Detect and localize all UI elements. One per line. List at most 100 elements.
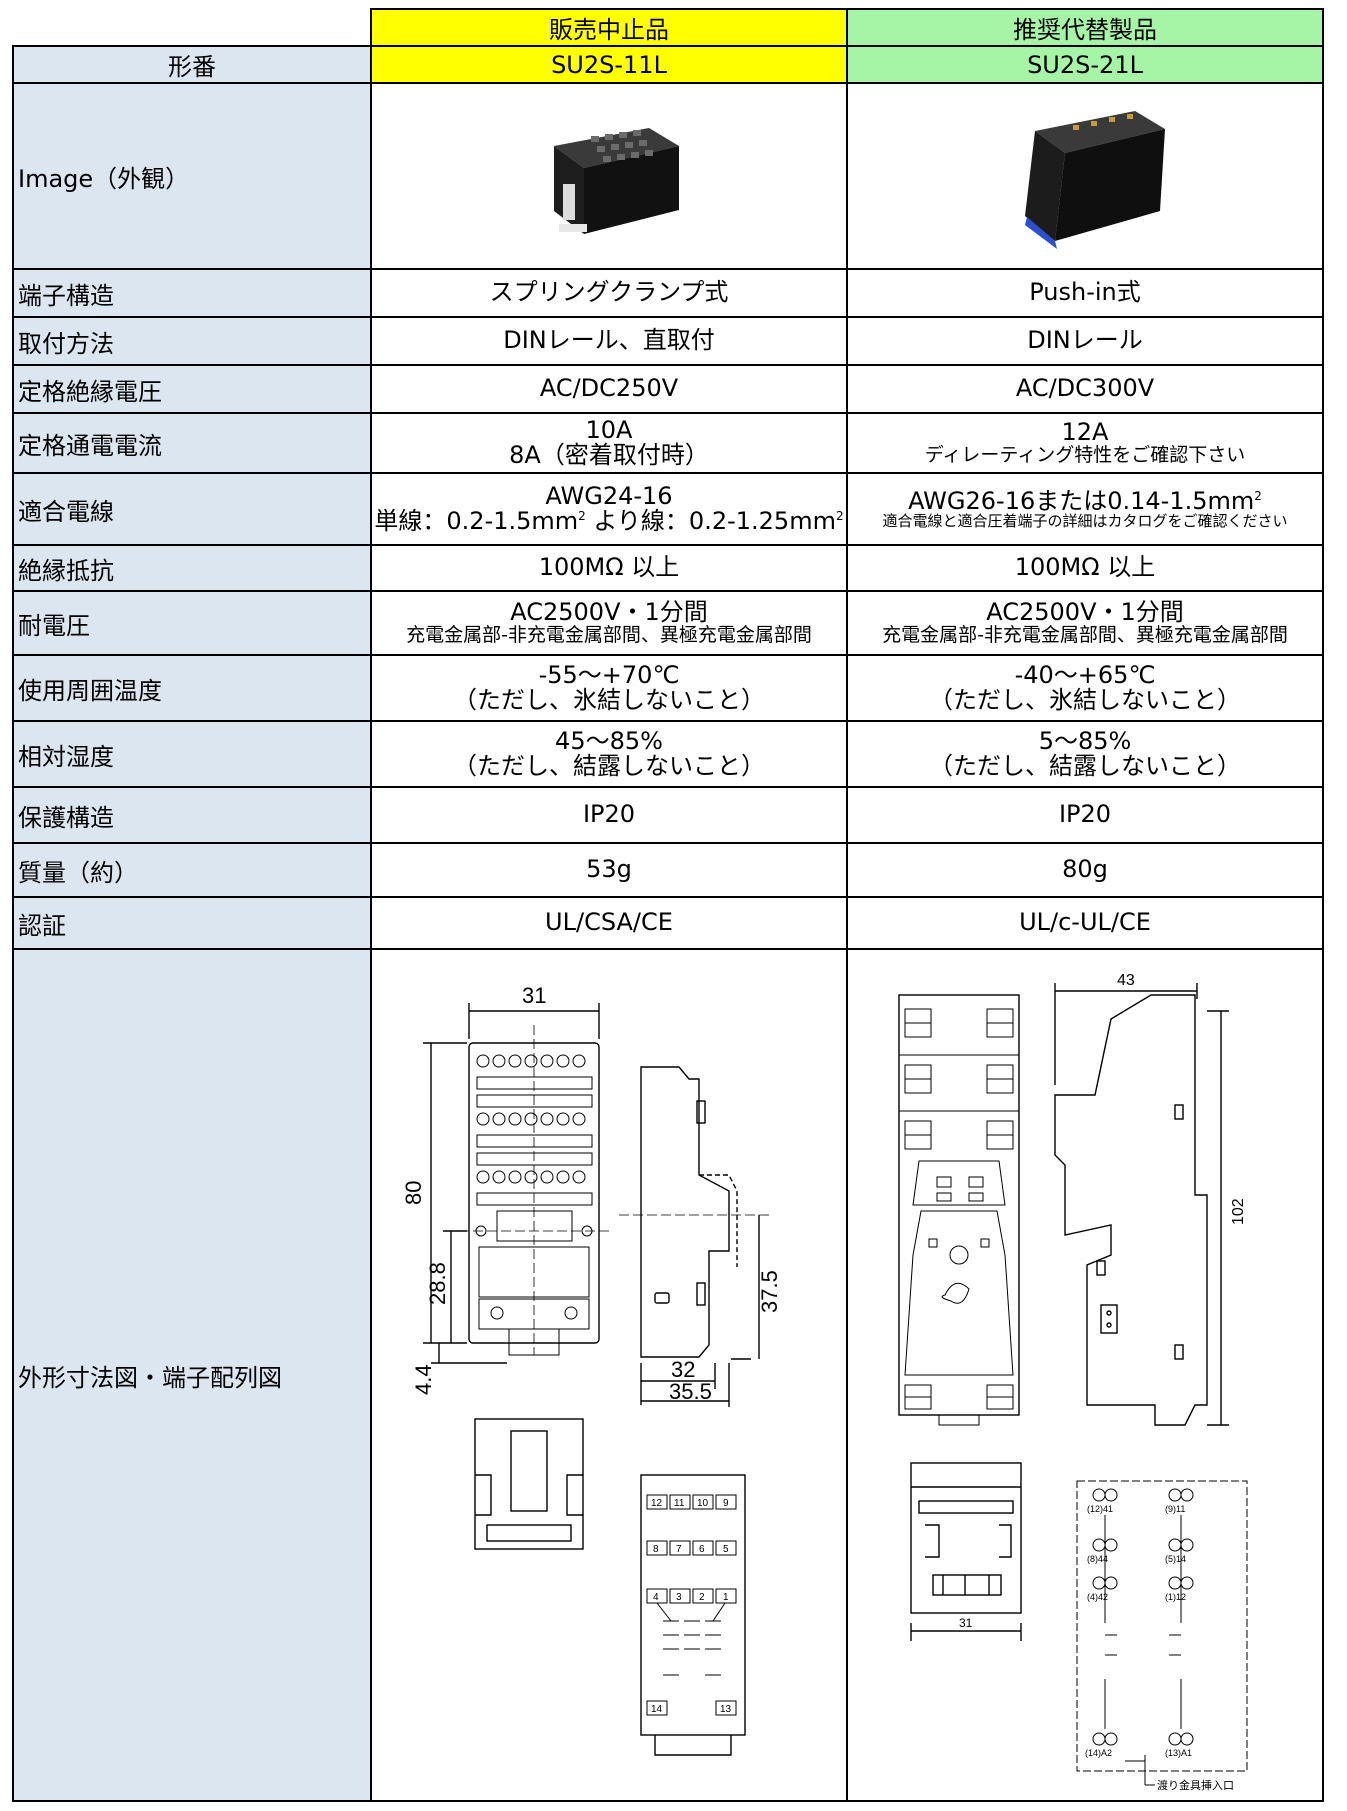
new-dim-bottom-width: 31 (959, 1616, 973, 1630)
old-current-note: 8A（密着取付時） (509, 441, 709, 469)
old-humidity-note: （ただし、結露しないこと） (453, 752, 765, 780)
wiring-terminals (1092, 1488, 1194, 1786)
new-mounting: DINレール (846, 316, 1324, 366)
old-terminal-13: 13 (720, 1704, 732, 1715)
old-terminal-11: 11 (674, 1498, 685, 1509)
old-humidity: 45～85% （ただし、結露しないこと） (370, 720, 848, 788)
row-label-model: 形番 (12, 45, 372, 84)
old-terminal-14: 14 (651, 1704, 663, 1715)
new-terminal-4-42: (4)42 (1087, 1592, 1108, 1602)
new-current-note: ディレーティング特性をご確認下さい (924, 443, 1246, 466)
old-terminal-6: 6 (699, 1544, 705, 1555)
row-label-humidity: 相対湿度 (12, 720, 372, 788)
old-mounting: DINレール、直取付 (370, 316, 848, 366)
new-jumper-note: 渡り金具挿入口 (1157, 1778, 1234, 1792)
old-product-photo (554, 128, 679, 234)
new-withstand-note: 充電金属部-非充電金属部間、異極充電金属部間 (882, 623, 1288, 646)
old-terminal-7: 7 (676, 1544, 682, 1555)
new-wire: AWG26-16または0.14-1.5mm2 適合電線と適合圧着端子の詳細はカタ… (846, 472, 1324, 546)
old-terminal-5: 5 (723, 1544, 729, 1555)
old-wire-stranded-sup: 2 (835, 509, 844, 523)
row-label-insulation-voltage: 定格絶縁電圧 (12, 364, 372, 414)
old-resistance: 100MΩ 以上 (370, 544, 848, 592)
old-wire-solid-sup: 2 (578, 509, 586, 523)
new-terminal-8-44: (8)44 (1087, 1554, 1108, 1564)
new-certification: UL/c-UL/CE (846, 896, 1324, 950)
old-temperature-value: -55～+70℃ (538, 660, 680, 689)
new-product-photo (1025, 111, 1165, 249)
terminal-screws-top (476, 1054, 586, 1068)
row-label-mass: 質量（約） (12, 842, 372, 898)
old-terminal-4: 4 (653, 1592, 659, 1603)
old-withstand: AC2500V・1分間 充電金属部-非充電金属部間、異極充電金属部間 (370, 590, 848, 656)
old-withstand-note: 充電金属部-非充電金属部間、異極充電金属部間 (406, 623, 812, 646)
new-wire-awg-text: AWG26-16または0.14-1.5mm (908, 486, 1255, 515)
old-insulation-voltage: AC/DC250V (370, 364, 848, 414)
old-model: SU2S-11L (370, 45, 848, 84)
old-wire: AWG24-16 単線：0.2-1.5mm2 より線：0.2-1.25mm2 (370, 472, 848, 546)
comparison-table: 販売中止品 推奨代替製品 形番 SU2S-11L SU2S-21L Image（… (12, 8, 1324, 1802)
old-terminal-9: 9 (723, 1498, 729, 1509)
new-terminal-12-41: (12)41 (1087, 1504, 1113, 1514)
old-drawing-cell: 12 11 10 9 8 7 6 5 4 3 2 1 14 13 31 (370, 948, 848, 1802)
old-wire-stranded: より線：0.2-1.25mm (585, 507, 836, 535)
new-wire-note: 適合電線と適合圧着端子の詳細はカタログをご確認ください (882, 511, 1288, 530)
new-humidity: 5～85% （ただし、結露しないこと） (846, 720, 1324, 788)
row-label-resistance: 絶縁抵抗 (12, 544, 372, 592)
new-mass: 80g (846, 842, 1324, 898)
old-terminal-8: 8 (653, 1544, 659, 1555)
old-dim-width: 31 (522, 983, 546, 1008)
new-terminal-13-a1: (13)A1 (1165, 1748, 1192, 1758)
old-wire-solid: 単線：0.2-1.5mm (374, 507, 579, 535)
old-terminal-1: 1 (723, 1592, 729, 1603)
new-protection: IP20 (846, 786, 1324, 844)
old-protection: IP20 (370, 786, 848, 844)
new-terminal-9-11: (9)11 (1165, 1504, 1185, 1514)
new-dim-height: 102 (1230, 1198, 1247, 1225)
old-dim-pitch: 28.8 (425, 1262, 450, 1305)
row-label-withstand: 耐電圧 (12, 590, 372, 656)
old-wire-size: 単線：0.2-1.5mm2 より線：0.2-1.25mm2 (373, 507, 845, 535)
header-discontinued: 販売中止品 (370, 8, 848, 47)
old-humidity-value: 45～85% (555, 726, 663, 755)
new-insulation-voltage: AC/DC300V (846, 364, 1324, 414)
old-product-photo-cell (370, 82, 848, 270)
old-terminal-12: 12 (651, 1498, 663, 1509)
new-temperature: -40～+65℃ （ただし、氷結しないこと） (846, 654, 1324, 722)
new-withstand-value: AC2500V・1分間 (986, 598, 1184, 627)
new-terminal-5-14: (5)14 (1165, 1554, 1186, 1564)
old-temperature: -55～+70℃ （ただし、氷結しないこと） (370, 654, 848, 722)
new-resistance: 100MΩ 以上 (846, 544, 1324, 592)
header-blank (13, 9, 371, 46)
old-terminal-3: 3 (676, 1592, 682, 1603)
old-terminal-10: 10 (697, 1498, 709, 1509)
new-terminal-1-12: (1)12 (1165, 1592, 1186, 1602)
new-model: SU2S-21L (846, 45, 1324, 84)
old-dimension-drawing: 12 11 10 9 8 7 6 5 4 3 2 1 14 13 31 (401, 983, 782, 1756)
old-dim-bottom: 4.4 (411, 1364, 436, 1395)
row-label-image: Image（外観） (12, 82, 372, 270)
row-label-current: 定格通電電流 (12, 412, 372, 474)
old-dim-rail-height: 37.5 (757, 1270, 782, 1313)
comparison-document: 販売中止品 推奨代替製品 形番 SU2S-11L SU2S-21L Image（… (12, 8, 1324, 1802)
new-humidity-value: 5～85% (1038, 726, 1132, 755)
old-dim-height: 80 (401, 1181, 426, 1205)
old-current-value: 10A (585, 415, 633, 444)
old-terminal-2: 2 (699, 1592, 705, 1603)
old-terminal: スプリングクランプ式 (370, 268, 848, 318)
new-drawing-cell: (12)41 (9)11 (8)44 (5)14 (4)42 (1)12 (14… (846, 948, 1324, 1802)
row-label-drawing: 外形寸法図・端子配列図 (12, 948, 372, 1802)
new-wire-awg: AWG26-16または0.14-1.5mm2 (849, 486, 1321, 515)
new-dim-width: 43 (1117, 972, 1135, 989)
old-mass: 53g (370, 842, 848, 898)
row-label-temperature: 使用周囲温度 (12, 654, 372, 722)
old-temperature-note: （ただし、氷結しないこと） (453, 686, 765, 714)
row-label-wire: 適合電線 (12, 472, 372, 546)
old-current: 10A 8A（密着取付時） (370, 412, 848, 474)
new-humidity-note: （ただし、結露しないこと） (929, 752, 1241, 780)
row-label-protection: 保護構造 (12, 786, 372, 844)
new-wire-sup: 2 (1254, 488, 1262, 503)
new-terminal-14-a2: (14)A2 (1085, 1748, 1112, 1758)
old-certification: UL/CSA/CE (370, 896, 848, 950)
old-wire-awg: AWG24-16 (545, 481, 673, 510)
